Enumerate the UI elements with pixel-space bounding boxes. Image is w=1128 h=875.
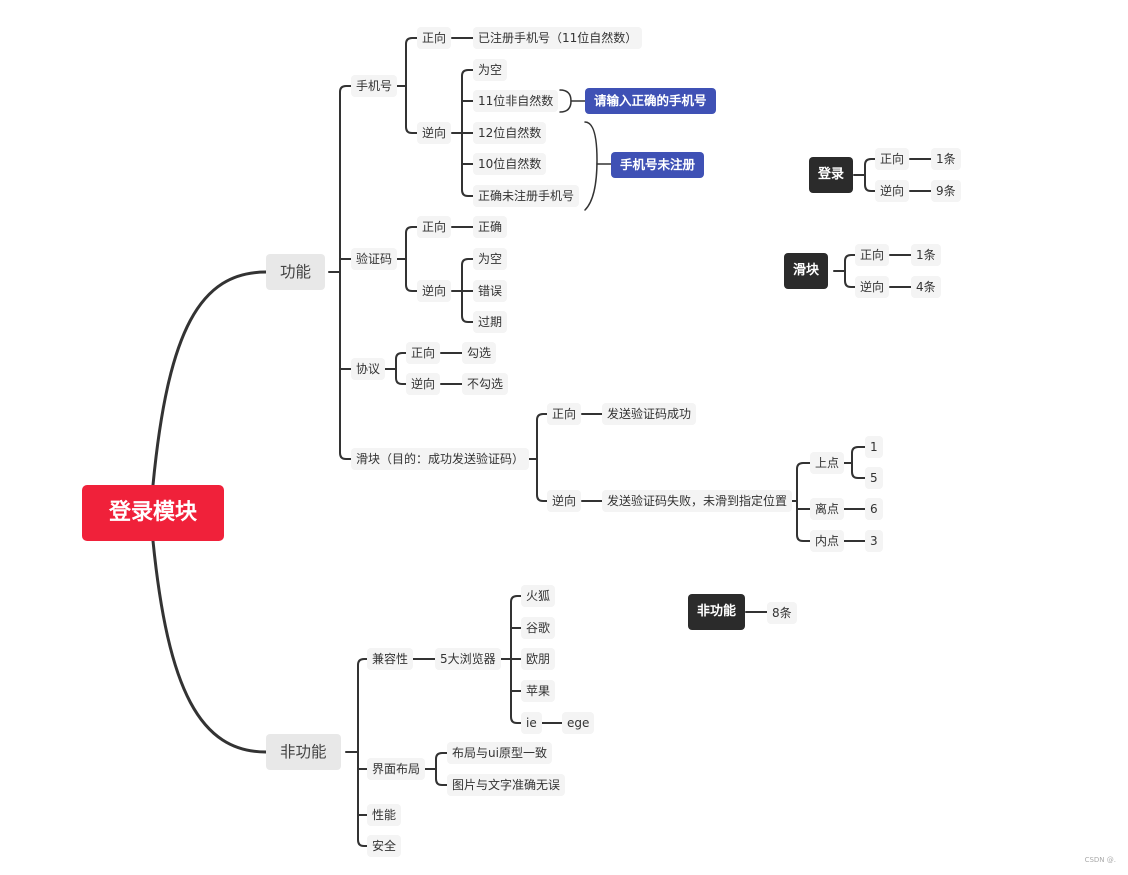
captcha-positive[interactable]: 正向 bbox=[417, 216, 452, 238]
phone-neg-11-non-natural[interactable]: 11位非自然数 bbox=[473, 90, 559, 112]
topic-agreement[interactable]: 协议 bbox=[351, 358, 386, 380]
bracket-slider-points-spine bbox=[796, 462, 811, 542]
phone-negative[interactable]: 逆向 bbox=[417, 122, 452, 144]
topic-captcha[interactable]: 验证码 bbox=[351, 248, 398, 270]
bracket-agreement-spine bbox=[395, 352, 407, 385]
captcha-positive-case[interactable]: 正确 bbox=[473, 216, 508, 238]
captcha-neg-wrong[interactable]: 错误 bbox=[473, 280, 508, 302]
slider-point-off-value[interactable]: 6 bbox=[865, 498, 883, 520]
browser-firefox[interactable]: 火狐 bbox=[521, 585, 556, 607]
curve-root-functional bbox=[151, 270, 268, 487]
slider-negative-case[interactable]: 发送验证码失败，未滑到指定位置 bbox=[602, 490, 793, 512]
slider-point-in[interactable]: 内点 bbox=[810, 530, 845, 552]
topic-slider[interactable]: 滑块（目的：成功发送验证码） bbox=[351, 448, 530, 470]
agreement-positive-case[interactable]: 勾选 bbox=[462, 342, 497, 364]
phone-positive-case[interactable]: 已注册手机号（11位自然数） bbox=[473, 27, 643, 49]
bracket-slider-spine bbox=[536, 413, 548, 502]
phone-neg-12-digit[interactable]: 12位自然数 bbox=[473, 122, 547, 144]
summary-login-positive-count[interactable]: 1条 bbox=[931, 148, 961, 170]
slider-point-on-value-5[interactable]: 5 bbox=[865, 467, 883, 489]
topic-phone[interactable]: 手机号 bbox=[351, 75, 398, 97]
captcha-neg-expired[interactable]: 过期 bbox=[473, 311, 508, 333]
bracket-phone-spine bbox=[405, 37, 418, 134]
watermark: CSDN @. bbox=[1084, 856, 1116, 864]
slider-point-on[interactable]: 上点 bbox=[810, 452, 845, 474]
slider-positive[interactable]: 正向 bbox=[547, 403, 582, 425]
bracket-captcha-spine bbox=[405, 226, 418, 292]
captcha-negative[interactable]: 逆向 bbox=[417, 280, 452, 302]
summary-login-negative-count[interactable]: 9条 bbox=[931, 180, 961, 202]
summary-non-functional-count[interactable]: 8条 bbox=[767, 602, 797, 624]
browser-safari[interactable]: 苹果 bbox=[521, 680, 556, 702]
topic-compatibility[interactable]: 兼容性 bbox=[367, 648, 414, 670]
summary-invalid-phone[interactable]: 请输入正确的手机号 bbox=[585, 88, 716, 114]
slider-point-on-value-1[interactable]: 1 bbox=[865, 436, 883, 458]
browser-opera[interactable]: 欧朋 bbox=[521, 648, 556, 670]
bracket-functional-spine bbox=[339, 85, 352, 460]
bracket-ui-layout-spine bbox=[435, 752, 448, 786]
summary-slider-negative-count[interactable]: 4条 bbox=[911, 276, 941, 298]
summary-phone-unregistered[interactable]: 手机号未注册 bbox=[611, 152, 705, 178]
bracket-non-functional-spine bbox=[357, 658, 368, 847]
curly-unregistered bbox=[584, 121, 598, 211]
topic-performance[interactable]: 性能 bbox=[367, 804, 402, 826]
bracket-summary-login-spine bbox=[864, 158, 876, 192]
agreement-positive[interactable]: 正向 bbox=[406, 342, 441, 364]
curve-root-non-functional bbox=[151, 539, 268, 754]
captcha-neg-empty[interactable]: 为空 bbox=[473, 248, 508, 270]
curly-invalid bbox=[559, 89, 572, 113]
bracket-slider-onpoint-spine bbox=[851, 446, 866, 479]
ui-layout-matches-prototype[interactable]: 布局与ui原型一致 bbox=[447, 742, 552, 764]
browser-edge[interactable]: ege bbox=[562, 712, 595, 734]
phone-neg-empty[interactable]: 为空 bbox=[473, 59, 508, 81]
slider-point-off[interactable]: 离点 bbox=[810, 498, 845, 520]
slider-negative[interactable]: 逆向 bbox=[547, 490, 582, 512]
topic-security[interactable]: 安全 bbox=[367, 835, 402, 857]
browser-chrome[interactable]: 谷歌 bbox=[521, 617, 556, 639]
summary-slider[interactable]: 滑块 bbox=[784, 253, 829, 289]
bracket-summary-slider-spine bbox=[844, 254, 856, 288]
topic-five-browsers[interactable]: 5大浏览器 bbox=[435, 648, 501, 670]
summary-login-positive[interactable]: 正向 bbox=[875, 148, 910, 170]
root-topic[interactable]: 登录模块 bbox=[82, 485, 224, 541]
branch-functional[interactable]: 功能 bbox=[266, 254, 326, 290]
summary-slider-positive-count[interactable]: 1条 bbox=[911, 244, 941, 266]
phone-neg-unregistered[interactable]: 正确未注册手机号 bbox=[473, 185, 580, 207]
topic-ui-layout[interactable]: 界面布局 bbox=[367, 758, 426, 780]
summary-non-functional[interactable]: 非功能 bbox=[688, 594, 746, 630]
browser-ie[interactable]: ie bbox=[521, 712, 542, 734]
summary-login[interactable]: 登录 bbox=[809, 157, 854, 193]
slider-positive-case[interactable]: 发送验证码成功 bbox=[602, 403, 697, 425]
phone-neg-10-digit[interactable]: 10位自然数 bbox=[473, 153, 547, 175]
branch-non-functional[interactable]: 非功能 bbox=[266, 734, 341, 770]
summary-slider-positive[interactable]: 正向 bbox=[855, 244, 890, 266]
agreement-negative[interactable]: 逆向 bbox=[406, 373, 441, 395]
phone-positive[interactable]: 正向 bbox=[417, 27, 452, 49]
slider-point-in-value[interactable]: 3 bbox=[865, 530, 883, 552]
agreement-negative-case[interactable]: 不勾选 bbox=[462, 373, 509, 395]
summary-login-negative[interactable]: 逆向 bbox=[875, 180, 910, 202]
ui-images-text-accurate[interactable]: 图片与文字准确无误 bbox=[447, 774, 566, 796]
summary-slider-negative[interactable]: 逆向 bbox=[855, 276, 890, 298]
